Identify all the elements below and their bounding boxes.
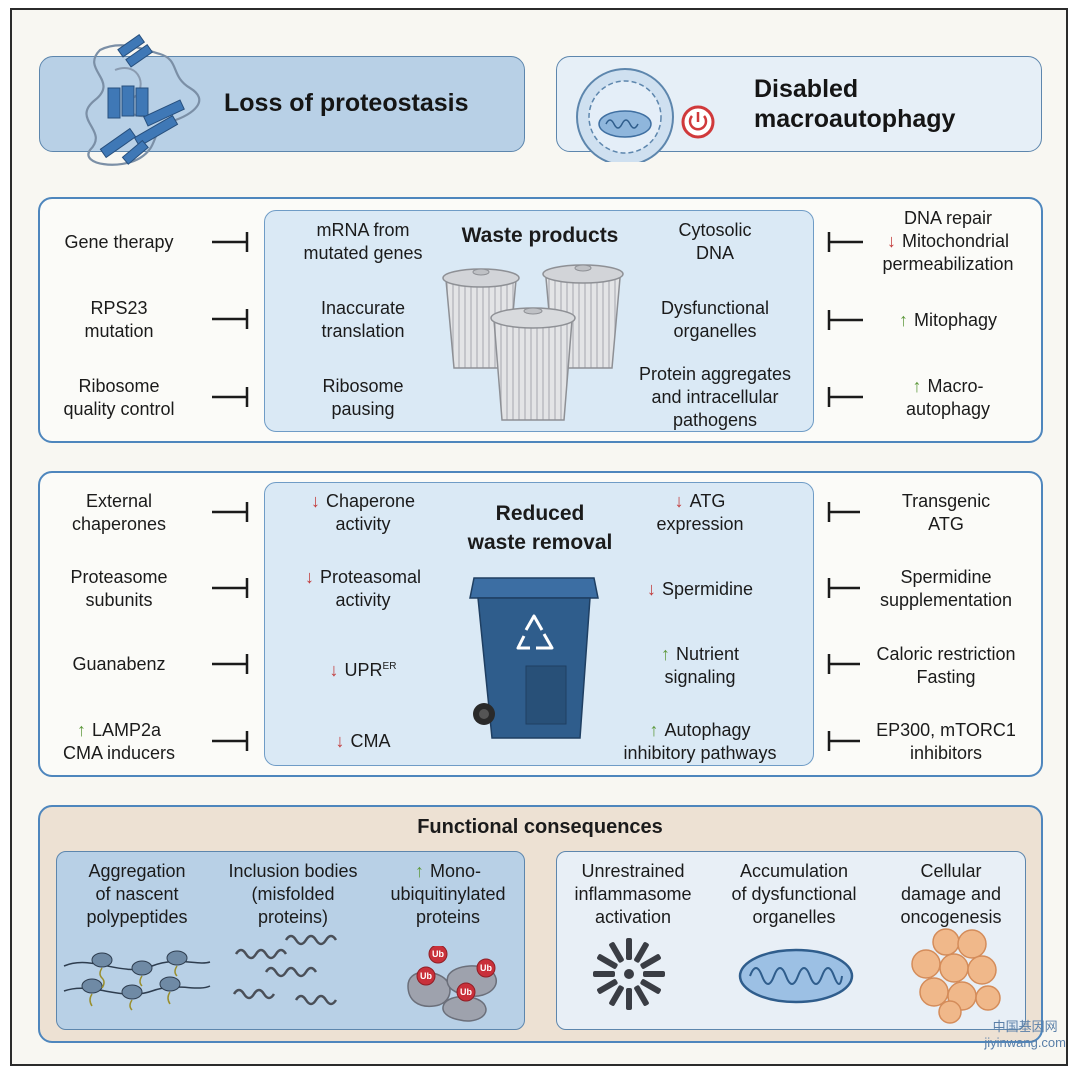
waste-removal-title-line1: Reduced: [495, 502, 585, 525]
intervention-gene-therapy: Gene therapy: [64, 232, 174, 252]
item-autophagy-inhibitory: ↑Autophagy inhibitory pathways: [623, 720, 777, 763]
ub-tag: [416, 946, 496, 1002]
loss-of-proteostasis-title: Loss of proteostasis: [224, 89, 469, 117]
functional-consequences-title: Functional consequences: [417, 816, 663, 838]
arrow-up-icon: ↑: [414, 861, 424, 881]
arrow-up-icon: ↑: [912, 376, 922, 396]
disabled-macroautophagy-title-line2: macroautophagy: [754, 105, 956, 133]
arrow-down-icon: ↓: [304, 567, 314, 587]
ribosome-polypeptides-icon: [62, 936, 212, 1016]
intervention-dna-repair-mito: DNA repair ↓Mitochondrial permeabilizati…: [882, 208, 1014, 274]
arrow-down-icon: ↓: [646, 579, 656, 599]
ub-label: Ub: [460, 987, 472, 997]
arrow-down-icon: ↓: [329, 660, 339, 680]
item-chaperone-activity: ↓Chaperone activity: [310, 491, 416, 534]
arrow-up-icon: ↑: [898, 310, 908, 330]
autophagosome-icon: [570, 62, 720, 162]
protein-structure-icon: [60, 30, 220, 180]
item-nutrient-signaling: ↑Nutrient signaling: [660, 644, 740, 687]
ub-label: Ub: [432, 949, 444, 959]
intervention-guanabenz: Guanabenz: [72, 654, 166, 674]
waste-removal-title-line2: waste removal: [467, 531, 613, 554]
item-cma: ↓CMA: [335, 731, 391, 751]
intervention-macroautophagy: ↑Macro- autophagy: [905, 376, 991, 419]
disabled-macroautophagy-title-line1: Disabled: [754, 75, 859, 103]
intervention-mitophagy: ↑Mitophagy: [898, 310, 998, 330]
arrow-up-icon: ↑: [660, 644, 670, 664]
watermark: 中国基因网 jiyinwang.com: [984, 1019, 1066, 1050]
arrow-down-icon: ↓: [310, 491, 320, 511]
ub-label: Ub: [420, 971, 432, 981]
item-upr-er: ↓UPRER: [329, 660, 397, 680]
mitochondrion-icon: [736, 944, 856, 1008]
recycling-bin-icon: [466, 570, 606, 750]
item-proteasomal-activity: ↓Proteasomal activity: [304, 567, 422, 610]
trash-cans-icon: [438, 258, 628, 428]
arrow-up-icon: ↑: [76, 720, 86, 740]
waste-products-title: Waste products: [461, 224, 619, 247]
item-atg-expression: ↓ATG expression: [656, 491, 744, 534]
intervention-lamp2a-cma: ↑LAMP2a CMA inducers: [62, 720, 176, 763]
ub-label: Ub: [480, 963, 492, 973]
inflammasome-icon: [584, 934, 674, 1014]
misfolded-proteins-icon: [226, 930, 366, 1020]
arrow-down-icon: ↓: [335, 731, 345, 751]
inhibit-symbol-left: [212, 232, 249, 751]
inhibit-symbol-right: [827, 232, 863, 751]
inhibition-lines: [212, 232, 863, 751]
item-spermidine: ↓Spermidine: [646, 579, 754, 599]
arrow-down-icon: ↓: [674, 491, 684, 511]
arrow-down-icon: ↓: [886, 231, 896, 251]
damaged-cells-icon: [906, 928, 1006, 1024]
arrow-up-icon: ↑: [649, 720, 659, 740]
ubiquitinylated-proteins-icon: Ub Ub Ub Ub: [404, 946, 514, 1026]
